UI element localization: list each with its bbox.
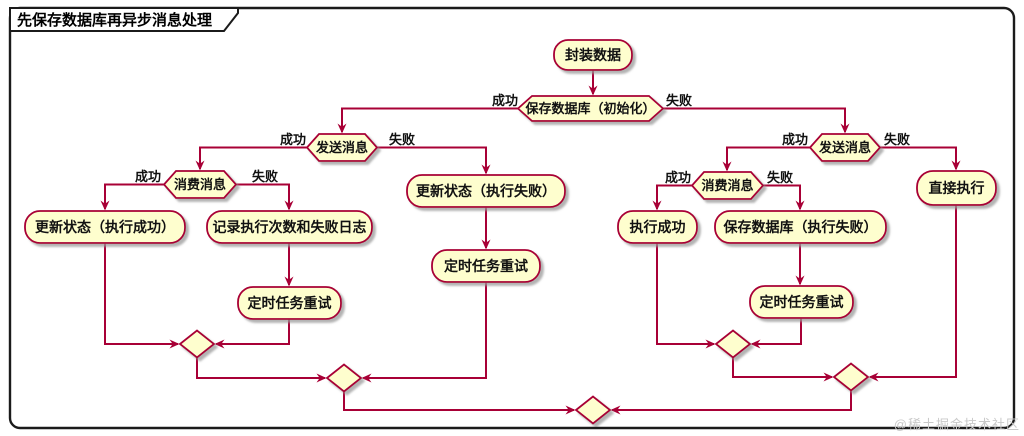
node-labels: 封装数据 保存数据库（初始化） 发送消息 消费消息 发送消息 消费消息 更新状态… [35, 47, 985, 311]
watermark-text: @稀土掘金技术社区 [893, 417, 1020, 432]
edge-labels: 成功 失败 成功 失败 成功 失败 成功 失败 成功 失败 [135, 93, 910, 185]
decision-save-db-init [516, 95, 665, 122]
edge-label-consumeleft-success: 成功 [135, 169, 161, 184]
label-send-msg-left: 发送消息 [315, 140, 368, 155]
node-direct-exec [916, 170, 997, 206]
label-consume-msg-right: 消费消息 [701, 178, 753, 193]
label-retry-right: 定时任务重试 [760, 294, 844, 310]
node-update-status-success [24, 210, 186, 244]
edge-init-fail [663, 107, 850, 134]
edge-label-sendright-fail: 失败 [884, 132, 910, 147]
node-save-db-fail [714, 210, 887, 244]
decision-consume-msg-right [690, 171, 765, 200]
edge-updatesuccess-to-merge1 [104, 243, 180, 349]
node-record-retry-log [206, 210, 373, 244]
label-exec-success: 执行成功 [630, 219, 686, 235]
label-direct-exec: 直接执行 [929, 180, 985, 196]
label-send-msg-right: 发送消息 [818, 140, 871, 155]
edge-sendright-fail [880, 146, 961, 171]
decision-consume-msg-left [162, 170, 238, 199]
edge-retrymid-to-merge2 [361, 282, 487, 383]
frame-title: 先保存数据库再异步消息处理 [17, 11, 212, 29]
merge-diamond-1 [178, 329, 216, 359]
node-update-status-fail [406, 174, 566, 208]
edge-label-init-success: 成功 [492, 93, 518, 108]
edge-retryright-to-merge3 [750, 318, 802, 349]
edge-label-init-fail: 失败 [666, 93, 692, 108]
edge-label-consumeright-success: 成功 [665, 170, 691, 185]
edge-merge3-to-merge4 [732, 357, 834, 382]
merge-diamond-4 [832, 362, 870, 392]
edge-execsuccess-to-merge3 [656, 243, 716, 349]
edge-label-sendleft-fail: 失败 [389, 132, 415, 147]
edges [100, 70, 961, 415]
label-save-db-init: 保存数据库（初始化） [524, 101, 655, 116]
label-retry-mid: 定时任务重试 [444, 258, 528, 274]
edge-label-consumeright-fail: 失败 [767, 170, 793, 185]
edge-retryleft-to-merge1 [214, 319, 290, 349]
node-retry-left [237, 286, 342, 320]
shapes [24, 39, 997, 425]
label-update-status-fail: 更新状态（执行失败） [416, 183, 556, 199]
edge-label-consumeleft-fail: 失败 [252, 169, 278, 184]
edge-label-sendleft-success: 成功 [280, 132, 306, 147]
edge-merge2-to-final [343, 391, 576, 415]
label-retry-left: 定时任务重试 [248, 295, 332, 311]
edge-consumeleft-fail [236, 183, 294, 211]
label-record-retry-log: 记录执行次数和失败日志 [213, 219, 367, 235]
decision-send-msg-left [305, 133, 379, 162]
merge-diamond-final [574, 395, 612, 425]
label-save-db-fail: 保存数据库（执行失败） [723, 219, 878, 235]
edge-directexec-to-merge4 [868, 205, 957, 382]
label-update-status-success: 更新状态（执行成功） [35, 219, 175, 235]
diagram-frame-border [8, 6, 1016, 430]
edge-sendleft-success [195, 146, 307, 171]
merge-diamond-3 [714, 329, 752, 359]
node-encapsulate-data [553, 39, 633, 71]
edge-merge4-to-final [610, 390, 852, 415]
edge-sendright-success [722, 146, 810, 172]
node-retry-mid [431, 249, 541, 283]
label-consume-msg-left: 消费消息 [174, 177, 226, 192]
decision-send-msg-right [808, 133, 882, 162]
edge-consumeright-fail [763, 184, 805, 211]
edge-sendleft-fail [377, 146, 491, 175]
edge-consumeright-success [652, 184, 692, 211]
node-retry-right [749, 285, 854, 319]
edge-init-success [337, 107, 518, 134]
edge-consumeleft-success [100, 183, 164, 211]
node-exec-success [617, 210, 698, 244]
edge-merge1-to-merge2 [196, 357, 327, 383]
edge-label-sendright-success: 成功 [782, 132, 808, 147]
merge-diamond-2 [325, 363, 363, 393]
frame-title-tab [9, 7, 239, 32]
label-encapsulate-data: 封装数据 [565, 47, 621, 63]
